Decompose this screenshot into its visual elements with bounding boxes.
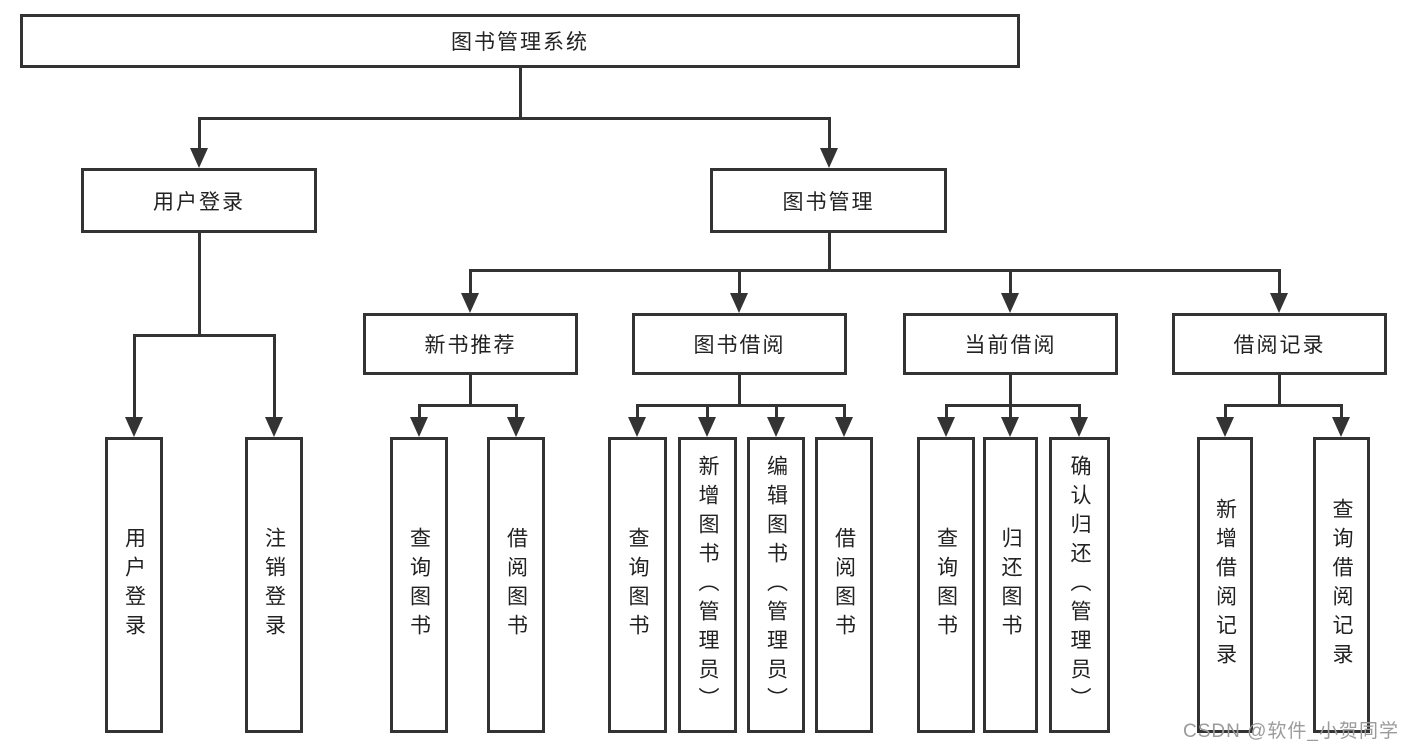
connector-record-bar [1224, 404, 1342, 407]
connector-into-current-query [945, 404, 948, 420]
connector-into-recommend-borrow [515, 404, 518, 420]
arrowhead-book-management [820, 148, 838, 168]
node-label: 图书借阅 [693, 334, 786, 357]
connector-into-leaf-user-login [133, 334, 136, 419]
node-label: 图书管理 [782, 190, 875, 214]
leaf-label: 确认归还（管理员） [1068, 454, 1091, 716]
leaf-label: 新增借阅记录 [1213, 498, 1237, 672]
arrowhead-record-query [1332, 417, 1350, 437]
leaf-return-books: 归还图书 [983, 437, 1038, 733]
leaf-add-book-admin: 新增图书（管理员） [678, 437, 737, 733]
leaf-label: 查询图书 [626, 527, 649, 643]
connector-into-new-book-recommend [469, 269, 472, 297]
leaf-label: 查询借阅记录 [1330, 498, 1353, 672]
connector-management-stem [828, 233, 831, 272]
connector-into-borrow-borrow [843, 404, 846, 420]
leaf-label: 用户登录 [122, 527, 146, 643]
connector-into-borrow-edit [775, 404, 778, 420]
connector-borrow-stem [738, 375, 741, 407]
connector-current-stem [1009, 375, 1012, 407]
leaf-recommend-borrow-books: 借阅图书 [487, 437, 545, 733]
connector-into-book-borrow [738, 269, 741, 297]
node-label: 当前借阅 [964, 334, 1057, 357]
connector-login-bar [133, 334, 275, 337]
node-library-management-system: 图书管理系统 [20, 14, 1020, 68]
connector-modules-bar [469, 269, 1281, 272]
connector-into-current-confirm [1078, 404, 1081, 420]
leaf-label: 编辑图书（管理员） [764, 454, 788, 716]
arrowhead-new-book-recommend [461, 293, 479, 313]
connector-into-leaf-logout [273, 334, 276, 419]
arrowhead-borrow-add [698, 417, 716, 437]
arrowhead-leaf-user-login [125, 417, 143, 437]
arrowhead-leaf-logout [265, 417, 283, 437]
arrowhead-current-confirm [1070, 417, 1088, 437]
node-label: 图书管理系统 [451, 31, 589, 54]
node-label: 借阅记录 [1233, 334, 1326, 357]
arrowhead-current-return [1001, 417, 1019, 437]
connector-current-bar [945, 404, 1081, 407]
connector-login-stem [198, 233, 201, 335]
connector-recommend-stem [469, 375, 472, 407]
leaf-label: 归还图书 [999, 527, 1022, 643]
leaf-add-borrow-record: 新增借阅记录 [1197, 437, 1253, 733]
leaf-label: 新增图书（管理员） [696, 454, 719, 716]
connector-into-record-add [1224, 404, 1227, 420]
arrowhead-book-borrow [730, 293, 748, 313]
leaf-user-login: 用户登录 [105, 437, 163, 733]
connector-level2-bar [198, 117, 831, 120]
node-label: 用户登录 [153, 190, 245, 214]
node-label: 新书推荐 [424, 334, 517, 357]
node-new-book-recommend: 新书推荐 [363, 313, 578, 375]
arrowhead-borrow-borrow [835, 417, 853, 437]
leaf-label: 借阅图书 [504, 527, 528, 643]
node-user-login: 用户登录 [81, 168, 317, 233]
leaf-recommend-query-books: 查询图书 [390, 437, 448, 733]
arrowhead-borrow-record [1270, 293, 1288, 313]
connector-record-stem [1278, 375, 1281, 407]
connector-into-borrow-record [1278, 269, 1281, 297]
watermark-text: CSDN @软件_小贺同学 [1183, 721, 1399, 742]
arrowhead-borrow-edit [767, 417, 785, 437]
leaf-logout: 注销登录 [245, 437, 303, 733]
leaf-confirm-return-admin: 确认归还（管理员） [1049, 437, 1110, 733]
connector-recommend-bar [418, 404, 518, 407]
node-borrow-record: 借阅记录 [1172, 313, 1387, 375]
leaf-borrow-books: 借阅图书 [815, 437, 873, 733]
connector-borrow-bar [636, 404, 846, 407]
connector-root-stem [519, 67, 522, 119]
leaf-label: 借阅图书 [832, 527, 856, 643]
connector-into-user-login [198, 117, 201, 152]
leaf-borrow-query-books: 查询图书 [608, 437, 667, 733]
leaf-label: 查询图书 [407, 527, 431, 643]
connector-into-recommend-query [418, 404, 421, 420]
connector-into-book-management [828, 117, 831, 152]
arrowhead-recommend-query [410, 417, 428, 437]
leaf-query-borrow-record: 查询借阅记录 [1313, 437, 1370, 733]
leaf-edit-book-admin: 编辑图书（管理员） [747, 437, 805, 733]
arrowhead-borrow-query [628, 417, 646, 437]
arrowhead-current-query [937, 417, 955, 437]
node-current-borrow: 当前借阅 [903, 313, 1118, 375]
arrowhead-recommend-borrow [507, 417, 525, 437]
arrowhead-current-borrow [1001, 293, 1019, 313]
connector-into-current-borrow [1009, 269, 1012, 297]
leaf-label: 查询图书 [934, 527, 958, 643]
connector-into-record-query [1340, 404, 1343, 420]
leaf-label: 注销登录 [262, 527, 286, 643]
node-book-management: 图书管理 [710, 168, 947, 233]
arrowhead-user-login [190, 148, 208, 168]
connector-into-current-return [1009, 404, 1012, 420]
leaf-current-query-books: 查询图书 [917, 437, 975, 733]
connector-into-borrow-query [636, 404, 639, 420]
connector-into-borrow-add [706, 404, 709, 420]
arrowhead-record-add [1216, 417, 1234, 437]
node-book-borrow: 图书借阅 [632, 313, 847, 375]
